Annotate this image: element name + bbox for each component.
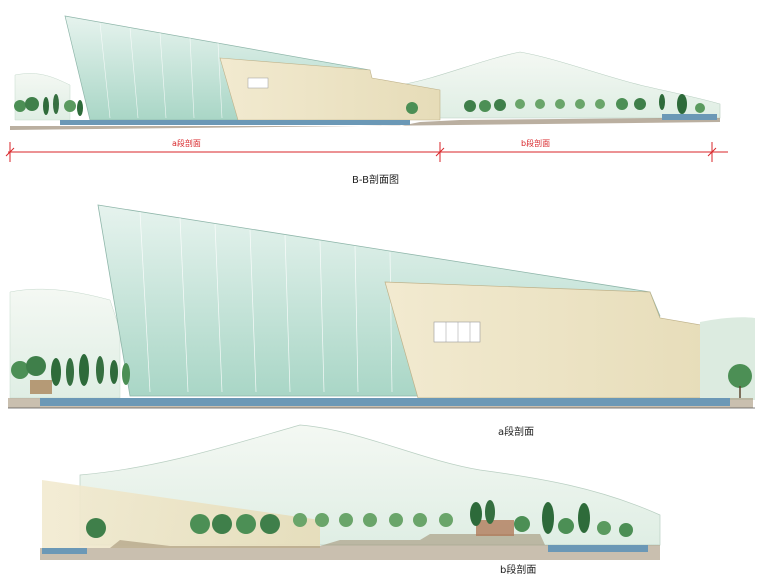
bb-ground xyxy=(10,118,720,130)
a-glass-mullions xyxy=(139,211,393,393)
a-hill-left xyxy=(9,288,121,399)
bb-water-pool-right xyxy=(662,114,717,120)
b-pavilion xyxy=(476,520,514,536)
a-trees-left xyxy=(11,354,130,394)
bb-hill-left xyxy=(14,73,71,121)
b-segment-label: b段剖面 xyxy=(521,139,551,148)
bb-window xyxy=(247,77,269,89)
bb-trees-right xyxy=(406,94,705,114)
a-hill-right xyxy=(700,317,755,400)
bb-glass-mullions xyxy=(99,22,223,119)
b-ground xyxy=(40,534,660,560)
bb-trees-left xyxy=(14,94,83,116)
a-tree-right xyxy=(728,364,752,388)
bb-section xyxy=(5,15,728,162)
bb-section-title: B-B剖面图 xyxy=(352,175,399,186)
bb-dimension-line xyxy=(5,142,728,162)
b-section xyxy=(40,424,661,560)
a-window xyxy=(433,321,481,343)
b-trees xyxy=(86,500,633,538)
b-water-left xyxy=(42,548,87,554)
b-water-right xyxy=(548,545,648,552)
a-segment-label: a段剖面 xyxy=(172,139,201,148)
bb-water-channel xyxy=(60,120,410,125)
a-water-channel xyxy=(40,398,730,406)
a-section-title: a段剖面 xyxy=(498,427,535,438)
b-section-title: b段剖面 xyxy=(500,565,537,576)
a-section xyxy=(8,204,755,409)
